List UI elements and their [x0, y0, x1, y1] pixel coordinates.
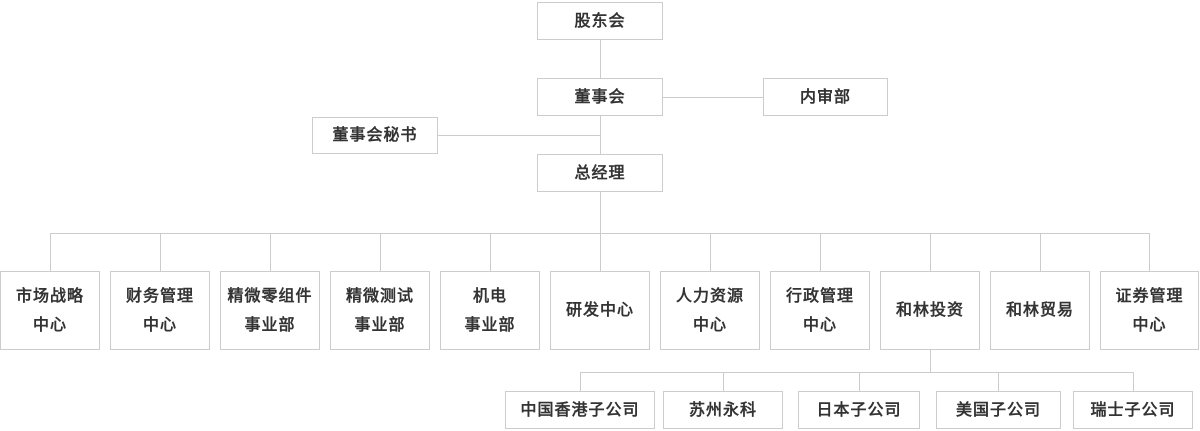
node-label: 市场战略 中心 [15, 285, 84, 334]
node-board-secretary: 董事会秘书 [312, 117, 438, 154]
connector-line [580, 372, 581, 391]
subsidiary-node: 美国子公司 [936, 391, 1061, 429]
department-node: 行政管理 中心 [770, 271, 870, 350]
node-label: 和林投资 [895, 300, 964, 320]
connector-line [1149, 233, 1150, 271]
node-label: 董事会秘书 [332, 125, 418, 145]
node-label: 董事会 [574, 86, 626, 106]
department-node: 和林贸易 [990, 271, 1090, 350]
node-label: 瑞士子公司 [1090, 399, 1176, 419]
connector-line [1133, 372, 1134, 391]
node-label: 总经理 [574, 162, 626, 182]
node-label: 精微测试 事业部 [345, 285, 414, 334]
department-node: 精微零组件 事业部 [220, 271, 320, 350]
connector-line [600, 39, 601, 78]
connector-line [820, 233, 821, 271]
department-node: 研发中心 [550, 271, 650, 350]
node-label: 证券管理 中心 [1115, 285, 1184, 334]
department-node: 市场战略 中心 [0, 271, 100, 350]
department-node: 人力资源 中心 [660, 271, 760, 350]
node-internal-audit: 内审部 [763, 78, 888, 116]
node-label: 和林贸易 [1005, 300, 1074, 320]
node-label: 人力资源 中心 [675, 285, 744, 334]
node-label: 研发中心 [565, 300, 634, 320]
node-label: 机电 事业部 [464, 285, 516, 334]
node-label: 中国香港子公司 [520, 399, 640, 419]
connector-line [710, 233, 711, 271]
connector-line [50, 233, 51, 271]
connector-line [600, 192, 601, 233]
node-general-manager: 总经理 [537, 154, 663, 192]
connector-line [998, 372, 999, 391]
node-label: 股东会 [574, 10, 626, 30]
node-board-of-directors: 董事会 [537, 78, 663, 116]
connector-line [580, 372, 1134, 373]
connector-line [270, 233, 271, 271]
node-label: 行政管理 中心 [785, 285, 854, 334]
department-node: 财务管理 中心 [110, 271, 210, 350]
department-node: 精微测试 事业部 [330, 271, 430, 350]
connector-line [930, 233, 931, 271]
connector-line [600, 233, 601, 271]
node-label: 美国子公司 [955, 399, 1041, 419]
connector-line [859, 372, 860, 391]
subsidiary-node: 日本子公司 [798, 391, 920, 429]
connector-line [380, 233, 381, 271]
connector-line [1040, 233, 1041, 271]
connector-line [438, 135, 600, 136]
connector-line [723, 372, 724, 391]
node-label: 内审部 [799, 86, 851, 106]
connector-line [160, 233, 161, 271]
department-node: 和林投资 [880, 271, 980, 350]
node-label: 财务管理 中心 [125, 285, 194, 334]
node-label: 精微零组件 事业部 [227, 285, 313, 334]
department-node: 证券管理 中心 [1100, 271, 1199, 350]
node-label: 苏州永科 [688, 399, 757, 419]
department-node: 机电 事业部 [440, 271, 540, 350]
subsidiary-node: 苏州永科 [663, 391, 783, 429]
node-label: 日本子公司 [816, 399, 902, 419]
connector-line [663, 97, 763, 98]
connector-line [930, 350, 931, 372]
node-shareholders-meeting: 股东会 [537, 2, 663, 40]
connector-line [490, 233, 491, 271]
connector-line [600, 116, 601, 154]
subsidiary-node: 瑞士子公司 [1073, 391, 1193, 429]
subsidiary-node: 中国香港子公司 [505, 391, 655, 429]
